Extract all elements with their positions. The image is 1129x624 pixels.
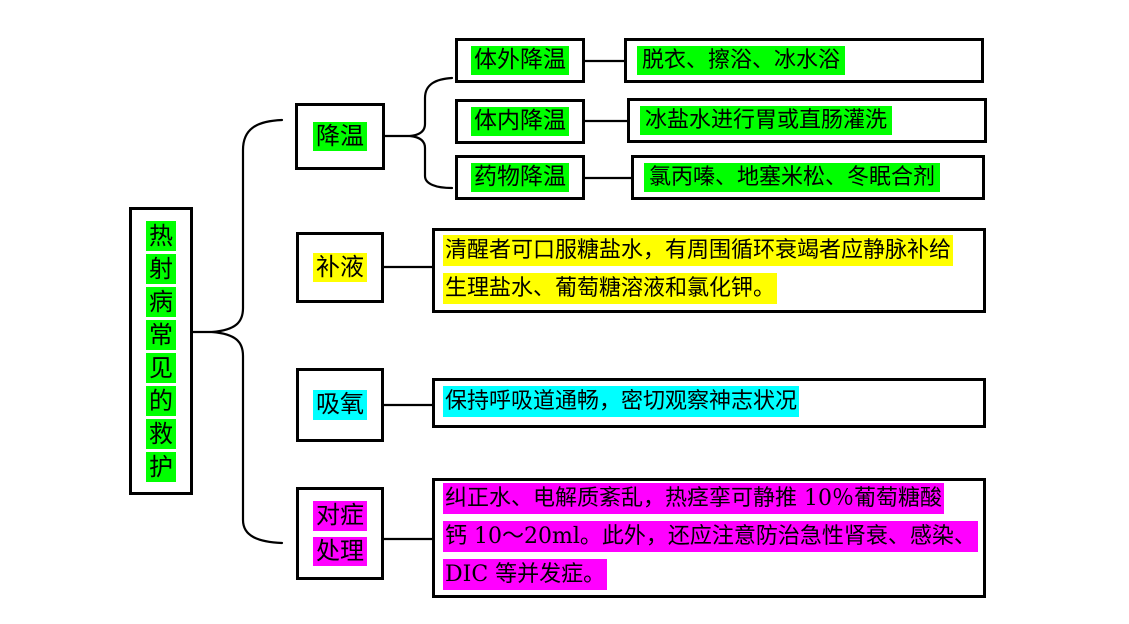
branch-cooling-label: 降温 bbox=[313, 121, 367, 152]
detail-internal-cooling-box: 冰盐水进行胃或直肠灌洗 bbox=[627, 98, 987, 143]
sub-drug-cooling-label: 药物降温 bbox=[471, 163, 569, 192]
detail-drug-cooling-box: 氯丙嗪、地塞米松、冬眠合剂 bbox=[631, 155, 985, 200]
detail-symptomatic-line: 纠正水、电解质紊乱，热痉挛可静推 10％葡萄糖酸 bbox=[443, 481, 975, 519]
root-topic-char: 射 bbox=[146, 253, 176, 284]
root-topic-char: 护 bbox=[146, 451, 176, 482]
root-topic-box: 热 射 病 常 见 的 救 护 bbox=[129, 207, 193, 495]
root-topic-char: 常 bbox=[146, 319, 176, 350]
branch-symptomatic-label: 处理 bbox=[313, 536, 367, 567]
detail-internal-cooling-text: 冰盐水进行胃或直肠灌洗 bbox=[640, 105, 893, 136]
branch-oxygen-box: 吸氧 bbox=[296, 368, 384, 442]
root-topic-char: 救 bbox=[146, 418, 176, 449]
detail-fluid-line: 生理盐水、葡萄糖溶液和氯化钾。 bbox=[443, 271, 975, 309]
detail-symptomatic-text: DIC 等并发症。 bbox=[443, 559, 608, 590]
branch-symptomatic-box: 对症 处理 bbox=[296, 487, 384, 580]
detail-external-cooling-box: 脱衣、擦浴、冰水浴 bbox=[624, 38, 984, 83]
detail-fluid-text: 生理盐水、葡萄糖溶液和氯化钾。 bbox=[443, 272, 778, 304]
detail-drug-cooling-text: 氯丙嗪、地塞米松、冬眠合剂 bbox=[644, 162, 941, 193]
detail-oxygen-box: 保持呼吸道通畅，密切观察神志状况 bbox=[432, 378, 986, 428]
sub-internal-cooling-box: 体内降温 bbox=[455, 99, 585, 144]
branch-fluid-label: 补液 bbox=[313, 252, 367, 283]
detail-symptomatic-text: 钙 10～20ml。此外，还应注意防治急性肾衰、感染、 bbox=[443, 521, 978, 552]
root-topic-char: 热 bbox=[146, 220, 176, 251]
root-topic-char: 见 bbox=[146, 352, 176, 383]
sub-external-cooling-label: 体外降温 bbox=[471, 46, 569, 75]
detail-fluid-text: 清醒者可口服糖盐水，有周围循环衰竭者应静脉补给 bbox=[443, 234, 954, 266]
branch-symptomatic-label: 对症 bbox=[313, 500, 367, 531]
branch-oxygen-label: 吸氧 bbox=[313, 390, 367, 420]
root-topic-char: 的 bbox=[146, 385, 176, 416]
sub-external-cooling-box: 体外降温 bbox=[455, 38, 585, 83]
detail-symptomatic-line: DIC 等并发症。 bbox=[443, 557, 975, 595]
detail-symptomatic-box: 纠正水、电解质紊乱，热痉挛可静推 10％葡萄糖酸 钙 10～20ml。此外，还应… bbox=[432, 478, 986, 598]
detail-oxygen-line: 保持呼吸道通畅，密切观察神志状况 bbox=[443, 384, 975, 422]
detail-external-cooling-text: 脱衣、擦浴、冰水浴 bbox=[637, 45, 846, 76]
cooling-brace bbox=[409, 76, 454, 190]
main-brace bbox=[211, 118, 284, 545]
sub-drug-cooling-box: 药物降温 bbox=[455, 155, 585, 200]
detail-symptomatic-line: 钙 10～20ml。此外，还应注意防治急性肾衰、感染、 bbox=[443, 519, 978, 557]
root-topic-char: 病 bbox=[146, 286, 176, 317]
detail-fluid-box: 清醒者可口服糖盐水，有周围循环衰竭者应静脉补给 生理盐水、葡萄糖溶液和氯化钾。 bbox=[432, 228, 986, 313]
branch-fluid-box: 补液 bbox=[296, 232, 384, 303]
detail-fluid-line: 清醒者可口服糖盐水，有周围循环衰竭者应静脉补给 bbox=[443, 233, 975, 271]
detail-oxygen-text: 保持呼吸道通畅，密切观察神志状况 bbox=[443, 386, 800, 417]
sub-internal-cooling-label: 体内降温 bbox=[471, 107, 569, 136]
detail-symptomatic-text: 纠正水、电解质紊乱，热痉挛可静推 10％葡萄糖酸 bbox=[443, 483, 944, 514]
branch-cooling-box: 降温 bbox=[295, 103, 385, 170]
